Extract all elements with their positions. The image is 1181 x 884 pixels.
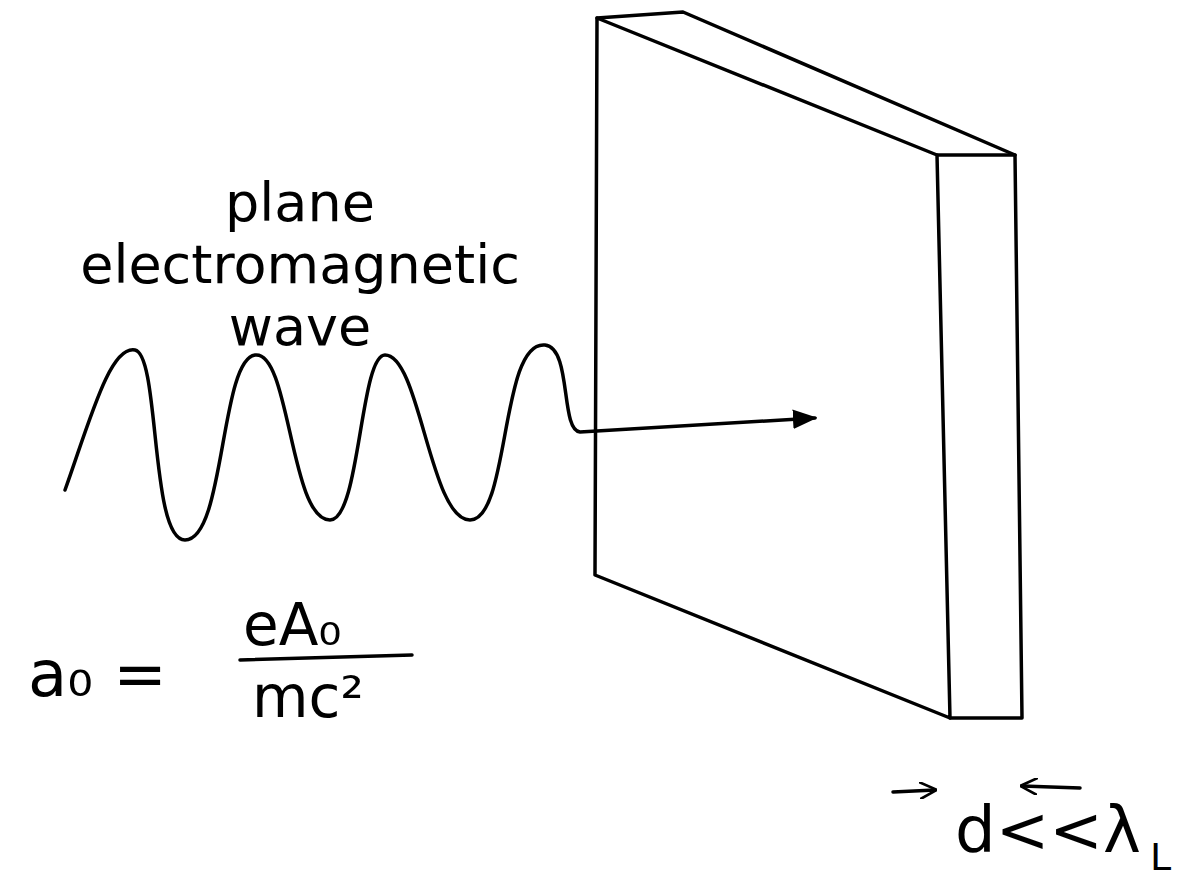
- wave: [65, 345, 815, 540]
- formula-text: a₀ =: [28, 642, 167, 706]
- slab-top: [597, 12, 1015, 155]
- formula-denominator: mc²: [252, 668, 364, 726]
- thickness-arrow: [1022, 786, 1080, 788]
- slab-front: [595, 18, 950, 718]
- fraction-bar: [240, 655, 412, 660]
- dimension-label: d<<λ: [955, 798, 1141, 862]
- wave-label: plane electromagnetic wave: [20, 172, 580, 358]
- thickness-arrow: [893, 790, 935, 792]
- slab-side: [937, 155, 1022, 718]
- dimension-subscript: L: [1150, 838, 1171, 876]
- formula-numerator: eA₀: [243, 596, 342, 654]
